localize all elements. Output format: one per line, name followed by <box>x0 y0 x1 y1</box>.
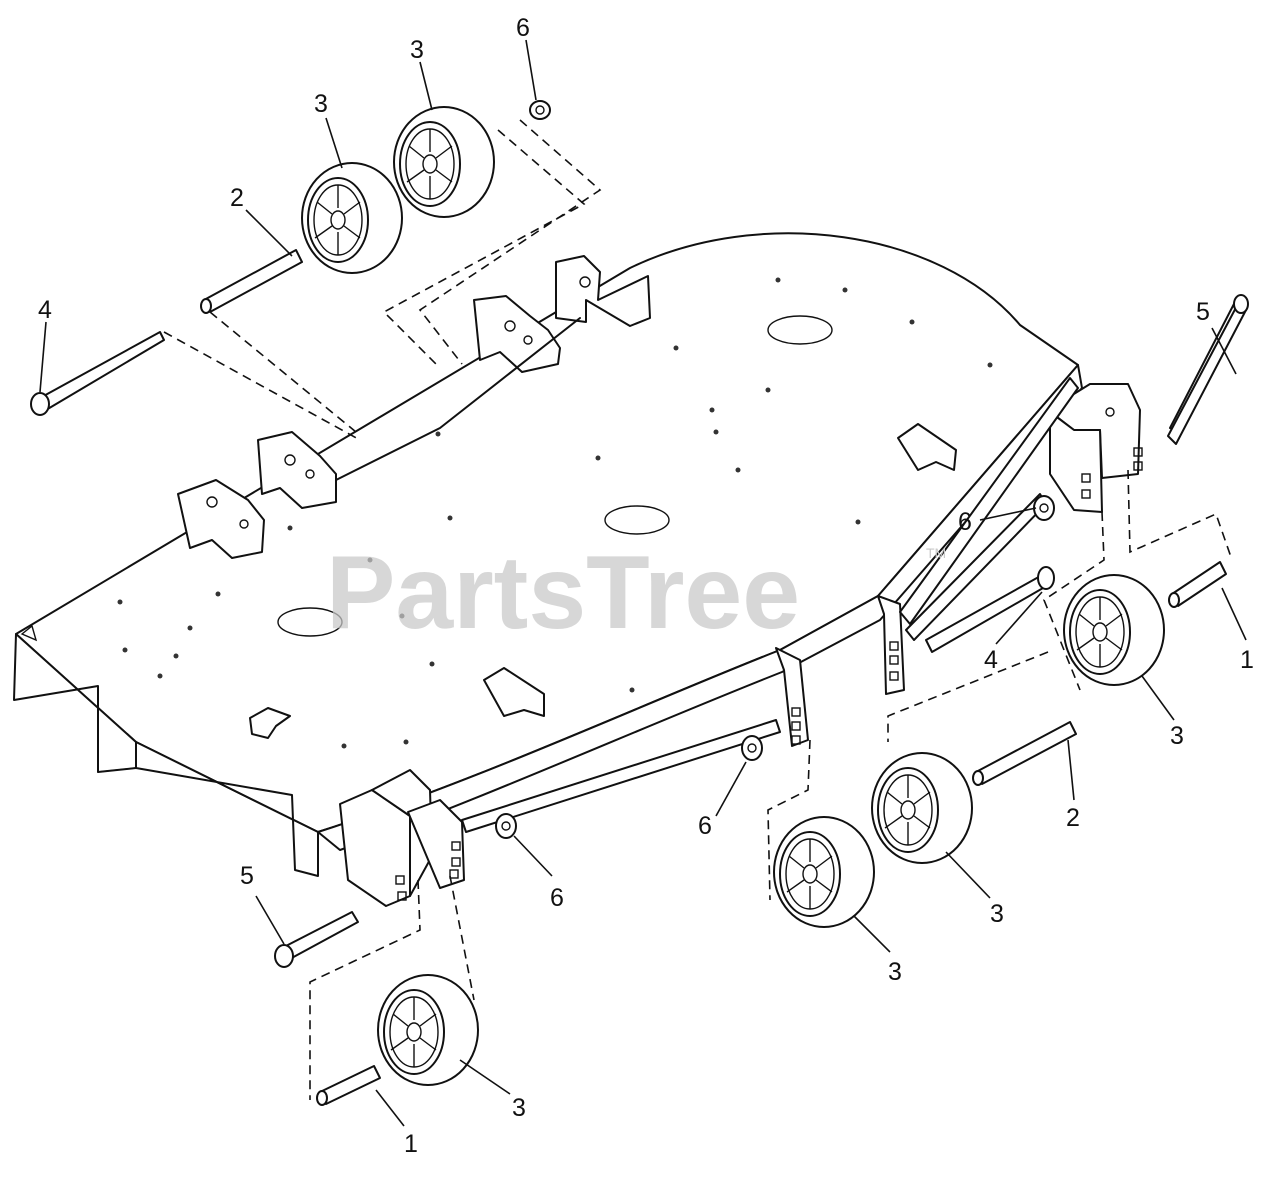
callout-4-left: 4 <box>38 296 52 324</box>
spindle-opening-left <box>277 607 343 637</box>
spindle-opening-rear <box>767 315 833 345</box>
callout-3-lower-left: 3 <box>512 1094 526 1122</box>
right-front-bracket <box>775 377 1079 747</box>
callouts: 6 3 3 2 4 5 6 4 1 3 2 6 6 3 3 5 3 <box>38 14 1254 1158</box>
callout-6-front-right: 6 <box>698 812 712 840</box>
callout-3-top-rear: 3 <box>410 36 424 64</box>
rear-bracket-b <box>473 295 561 373</box>
axle-rod-right <box>899 377 1079 625</box>
assembly-guide-lines <box>163 119 1233 1100</box>
callout-3-right: 3 <box>1170 722 1184 750</box>
mower-deck <box>13 232 1083 877</box>
watermark-trademark: TM <box>926 545 946 561</box>
callout-6-front-left: 6 <box>550 884 564 912</box>
callout-6-right: 6 <box>958 508 972 536</box>
axle-rod-front <box>461 719 781 833</box>
callout-3-lower-right-rear: 3 <box>990 900 1004 928</box>
callout-2-top: 2 <box>230 184 244 212</box>
wheel-lower-right-rear <box>871 752 973 864</box>
right-rear-bracket <box>1047 383 1143 513</box>
callout-2-lower-right: 2 <box>1066 804 1080 832</box>
baffle-bracket-right <box>897 423 957 471</box>
spindle-opening-center <box>604 505 670 535</box>
wheel-lower-left <box>377 974 479 1086</box>
callout-5-right: 5 <box>1196 298 1210 326</box>
callout-1-right: 1 <box>1240 646 1254 674</box>
rear-bracket-c <box>257 431 337 509</box>
baffle-bracket-center <box>483 667 545 717</box>
wheel-right <box>1063 574 1165 686</box>
callout-5-left: 5 <box>240 862 254 890</box>
front-left-bracket <box>339 769 465 907</box>
wheel-top-rear <box>393 106 495 218</box>
bolt-4-left <box>39 331 165 411</box>
hardware <box>30 100 1249 1106</box>
callout-4-right: 4 <box>984 646 998 674</box>
deck-fastener-dots <box>117 277 993 749</box>
callout-3-top-front: 3 <box>314 90 328 118</box>
small-clip <box>249 707 291 739</box>
rear-bracket-d <box>177 479 265 559</box>
callout-6-top: 6 <box>516 14 530 42</box>
bolt-4-right <box>925 573 1051 653</box>
pin-2-top <box>203 249 303 313</box>
callout-3-lower-right-front: 3 <box>888 958 902 986</box>
rear-brackets <box>177 255 651 559</box>
watermark: PartsTree <box>326 535 800 651</box>
wheel-lower-right-front <box>773 816 875 928</box>
wheel-top-front <box>301 162 403 274</box>
deck-top-plate <box>15 232 1079 833</box>
deck-right-skirt <box>317 364 1083 851</box>
callout-1-lower-left: 1 <box>404 1130 418 1158</box>
